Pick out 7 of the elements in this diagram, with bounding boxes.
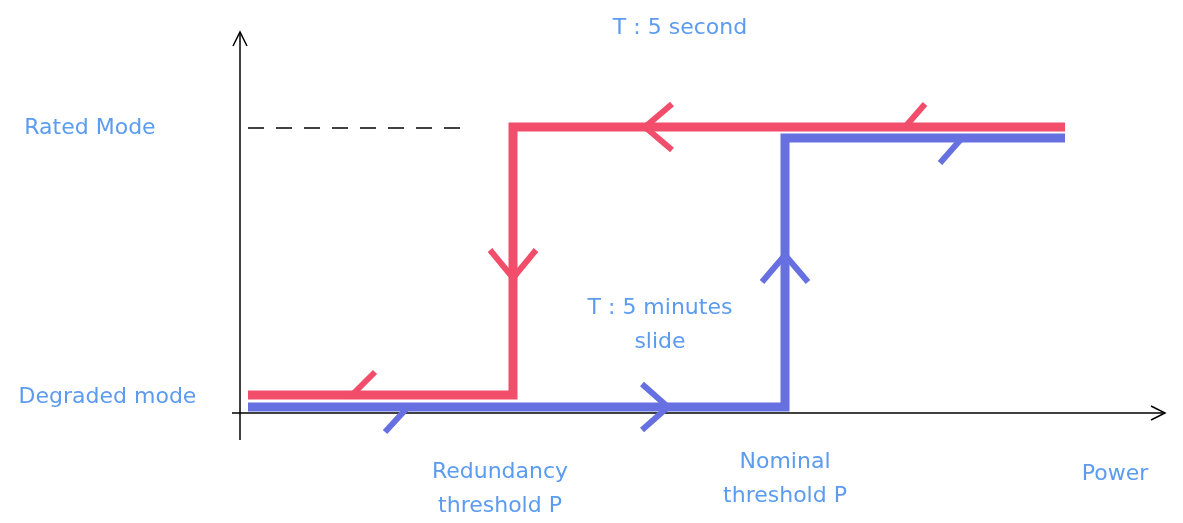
- axis-label: Rated Mode: [23, 113, 157, 141]
- axis-label: Nominal threshold P: [722, 447, 848, 509]
- annotation: T : 5 minutes slide: [586, 293, 734, 355]
- axis-label: Power: [1080, 459, 1150, 487]
- axis-label: Redundancy threshold P: [430, 457, 570, 519]
- axis-label: Degraded mode: [17, 382, 198, 410]
- annotation: T : 5 second: [611, 13, 749, 41]
